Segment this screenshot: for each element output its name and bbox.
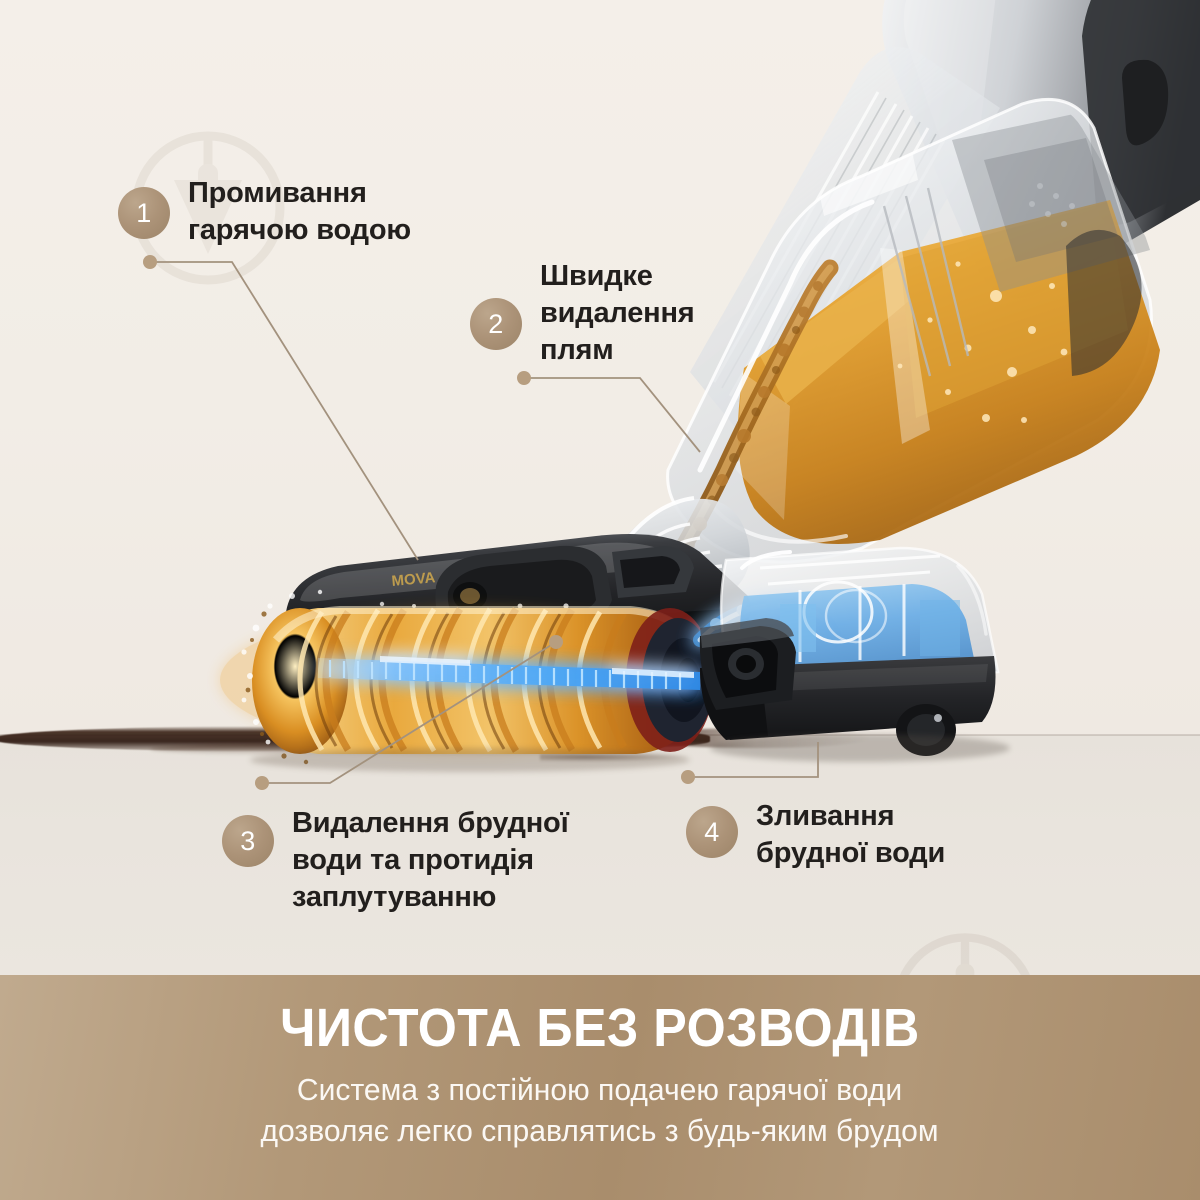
callout-2-badge: 2 <box>470 298 522 350</box>
callout-1-badge: 1 <box>118 187 170 239</box>
callout-2-text: Швидке видалення плям <box>540 260 695 367</box>
callout-3: 3 Видалення брудної води та протидія зап… <box>222 805 569 916</box>
bottom-banner: ЧИСТОТА БЕЗ РОЗВОДІВ Система з постійною… <box>0 975 1200 1200</box>
callout-3-badge: 3 <box>222 815 274 867</box>
dirty-water-tank <box>666 97 1160 564</box>
callout-2: 2 Швидке видалення плям <box>470 258 695 369</box>
banner-title: ЧИСТОТА БЕЗ РОЗВОДІВ <box>280 998 920 1058</box>
product-illustration: MOVA <box>220 0 1200 772</box>
callout-4-badge: 4 <box>686 806 738 858</box>
background-floor <box>0 735 1200 980</box>
callout-1-text: Промивання гарячою водою <box>188 177 411 247</box>
brand-mark: MOVA <box>391 569 436 590</box>
callout-1: 1 Промивання гарячою водою <box>118 175 411 249</box>
callout-4-text: Зливання брудної води <box>756 800 946 870</box>
nozzle-assembly <box>699 618 796 710</box>
brush-roller <box>220 589 720 765</box>
callout-3-text: Видалення брудної води та протидія заплу… <box>292 807 569 914</box>
banner-subtitle: Система з постійною подачею гарячої води… <box>260 1072 940 1149</box>
callout-4: 4 Зливання брудної води <box>686 798 945 872</box>
